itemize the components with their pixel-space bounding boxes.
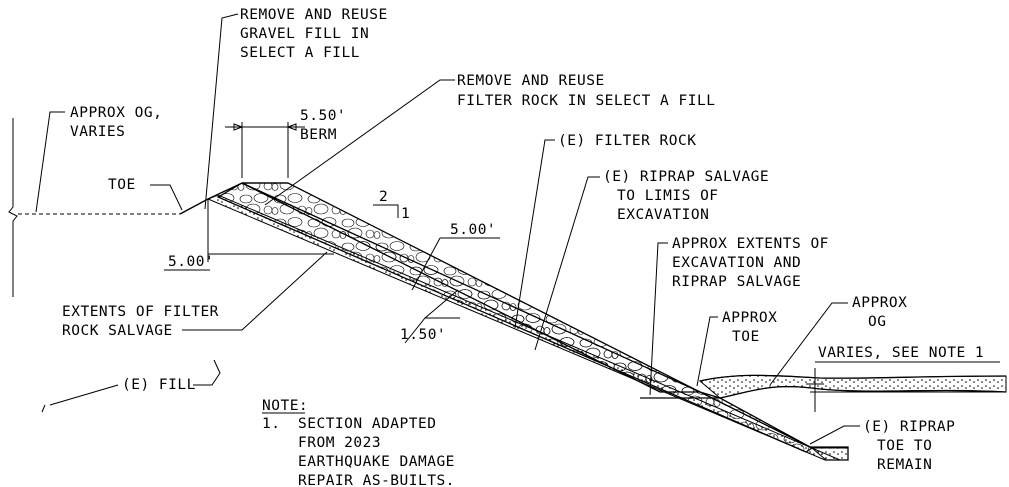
svg-text:FROM 2023: FROM 2023 (298, 435, 381, 451)
label-extents-filter: EXTENTS OF FILTER ROCK SALVAGE (62, 304, 219, 339)
riprap-layer (216, 182, 814, 453)
svg-text:RIPRAP SALVAGE: RIPRAP SALVAGE (672, 274, 801, 290)
label-approx-toe: APPROX TOE (722, 310, 777, 345)
svg-text:APPROX EXTENTS OF: APPROX EXTENTS OF (672, 236, 829, 252)
label-approx-og-right: APPROX OG (852, 295, 907, 330)
svg-text:OG: OG (868, 314, 886, 330)
svg-text:APPROX OG,: APPROX OG, (70, 105, 162, 121)
note-number: 1. (262, 416, 280, 432)
label-slope-rise: 1 (401, 206, 410, 222)
label-riprap-salvage: (E) RIPRAP SALVAGE TO LIMIS OF EXCAVATIO… (603, 169, 769, 223)
varies-dimension (806, 361, 1006, 412)
svg-text:EXTENTS OF FILTER: EXTENTS OF FILTER (62, 304, 219, 320)
svg-text:GRAVEL FILL IN: GRAVEL FILL IN (240, 26, 369, 42)
svg-text:ROCK SALVAGE: ROCK SALVAGE (62, 323, 173, 339)
label-dim-depth: 5.00' (168, 254, 214, 270)
svg-text:APPROX: APPROX (852, 295, 907, 311)
label-approx-og-left: APPROX OG, VARIES (70, 105, 162, 140)
label-filter-rock: (E) FILTER ROCK (558, 133, 696, 149)
label-dim-filter: 1.50' (400, 327, 446, 343)
riprap-thickness-dimension (411, 237, 500, 291)
left-section-break (8, 118, 18, 297)
leader-lines (35, 13, 860, 445)
svg-text:TOE: TOE (732, 329, 760, 345)
label-approx-extents: APPROX EXTENTS OF EXCAVATION AND RIPRAP … (672, 236, 829, 290)
svg-text:REMOVE AND REUSE: REMOVE AND REUSE (240, 7, 388, 23)
label-varies: VARIES, SEE NOTE 1 (818, 345, 984, 361)
label-slope-run: 2 (379, 189, 388, 205)
svg-text:REMOVE AND REUSE: REMOVE AND REUSE (457, 73, 605, 89)
label-berm-width: 5.50' (300, 108, 346, 124)
svg-text:(E) RIPRAP SALVAGE: (E) RIPRAP SALVAGE (603, 169, 769, 185)
toe-gravel (810, 447, 849, 461)
note-heading: NOTE: (262, 398, 308, 414)
svg-text:VARIES: VARIES (70, 124, 125, 140)
label-gravel-fill: REMOVE AND REUSE GRAVEL FILL IN SELECT A… (240, 7, 388, 61)
label-riprap-toe: (E) RIPRAP TOE TO REMAIN (863, 419, 955, 473)
svg-text:TOE TO: TOE TO (877, 438, 932, 454)
label-dim-riprap: 5.00' (450, 222, 496, 238)
filter-thickness-dimension (404, 289, 460, 344)
riprap-surface-right (698, 374, 1007, 399)
svg-text:SELECT A FILL: SELECT A FILL (240, 45, 360, 61)
svg-text:REMAIN: REMAIN (877, 457, 932, 473)
svg-text:FILTER ROCK IN SELECT A FILL: FILTER ROCK IN SELECT A FILL (457, 93, 715, 109)
svg-text:APPROX: APPROX (722, 310, 777, 326)
svg-text:REPAIR AS-BUILTS.: REPAIR AS-BUILTS. (298, 473, 455, 487)
svg-text:EARTHQUAKE DAMAGE: EARTHQUAKE DAMAGE (298, 454, 455, 470)
berm-dimension (225, 122, 305, 178)
svg-text:SECTION ADAPTED: SECTION ADAPTED (298, 416, 436, 432)
note-block: NOTE: 1. SECTION ADAPTED FROM 2023 EARTH… (262, 398, 455, 487)
svg-text:EXCAVATION: EXCAVATION (617, 207, 709, 223)
label-filter-rock-reuse: REMOVE AND REUSE FILTER ROCK IN SELECT A… (457, 73, 715, 109)
label-berm: BERM (300, 127, 337, 143)
slope-indicator (373, 204, 399, 218)
label-toe: TOE (108, 177, 136, 193)
svg-text:EXCAVATION AND: EXCAVATION AND (672, 255, 801, 271)
label-e-fill: (E) FILL (122, 377, 196, 393)
svg-text:TO LIMIS OF: TO LIMIS OF (617, 188, 719, 204)
svg-text:(E) RIPRAP: (E) RIPRAP (863, 419, 955, 435)
